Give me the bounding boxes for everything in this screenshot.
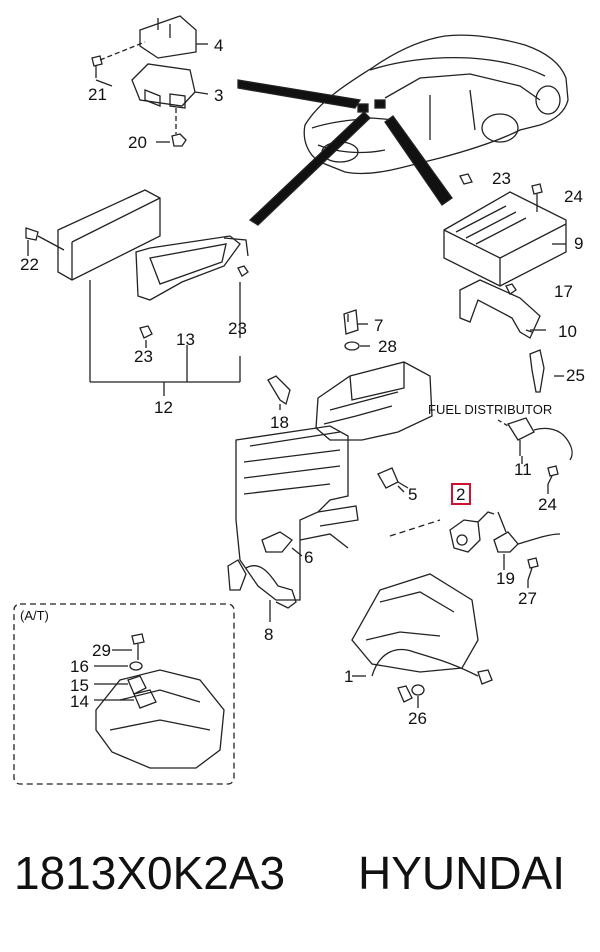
callout-3: 3 <box>214 86 223 105</box>
part-17-nut <box>505 283 517 295</box>
part-6-sensor <box>261 531 293 553</box>
callout-24-b: 24 <box>538 495 557 514</box>
part-22-module <box>25 189 161 281</box>
callout-11: 11 <box>514 460 532 479</box>
callout-22: 22 <box>20 255 39 274</box>
part-3-sensor <box>131 63 209 134</box>
part-number: 1813X0K2A3 <box>14 847 286 899</box>
callout-15: 15 <box>70 676 89 695</box>
part-24-bolt-a <box>531 183 543 212</box>
part-24-bolt-b <box>547 465 559 485</box>
group-12-bracket-lines <box>89 280 241 396</box>
part-5-sensor <box>377 467 409 489</box>
brand-name: HYUNDAI <box>358 847 566 899</box>
callout-19: 19 <box>496 569 515 588</box>
callout-5: 5 <box>408 485 417 504</box>
callout-29: 29 <box>92 641 111 660</box>
part-1-speed-sensor <box>371 648 493 703</box>
part-2-crankshaft-sensor <box>389 511 495 553</box>
callout-27: 27 <box>518 589 537 608</box>
callout-4: 4 <box>214 36 223 55</box>
part-10-bracket <box>459 279 546 339</box>
callout-6: 6 <box>304 548 313 567</box>
part-23-nut-a <box>237 265 249 277</box>
callout-16: 16 <box>70 657 89 676</box>
part-15-clip <box>127 675 147 695</box>
transmission <box>351 573 479 673</box>
engine-block <box>235 425 359 601</box>
part-11-sensor <box>497 417 573 461</box>
part-29-bolt <box>131 633 145 660</box>
callout-23-a: 23 <box>134 347 153 366</box>
callout-26: 26 <box>408 709 427 728</box>
part-27-bolt <box>527 557 539 581</box>
callout-23-c: 23 <box>492 169 511 188</box>
at-inset-label: (A/T) <box>20 608 49 623</box>
callout-13: 13 <box>176 330 195 349</box>
part-20-nut <box>156 133 187 147</box>
at-transmission <box>95 669 225 769</box>
part-19-harness <box>493 511 561 553</box>
callout-2-highlight <box>451 483 471 505</box>
at-inset-frame <box>13 603 235 785</box>
callout-20: 20 <box>128 133 147 152</box>
part-23-nut-b <box>139 325 153 339</box>
callout-1: 1 <box>344 667 353 686</box>
callout-9: 9 <box>574 234 583 253</box>
callout-24-a: 24 <box>564 187 583 206</box>
part-18-sensor <box>267 375 291 406</box>
part-21-bolt <box>91 55 103 78</box>
callout-21: 21 <box>88 85 107 104</box>
callout-23-b: 23 <box>228 319 247 338</box>
part-13-bracket <box>135 235 249 301</box>
callout-18: 18 <box>270 413 289 432</box>
callout-12: 12 <box>154 398 173 417</box>
part-7-sensor <box>343 309 368 335</box>
part-8-oxygen-sensor <box>227 559 297 609</box>
callout-10: 10 <box>558 322 577 341</box>
callout-14: 14 <box>70 692 89 711</box>
part-25-clip <box>529 349 545 393</box>
part-9-ecu <box>443 191 567 287</box>
part-26-oring <box>411 684 425 696</box>
exploded-parts-diagram: FUEL DISTRIBUTOR (A/T) 1 2 3 4 5 6 7 8 9… <box>13 15 585 785</box>
callout-8: 8 <box>264 625 273 644</box>
callout-17: 17 <box>554 282 573 301</box>
callout-2: 2 <box>456 485 465 504</box>
part-23-nut-c <box>459 173 473 185</box>
part-28-oring <box>344 341 360 351</box>
part-4-bracket <box>99 15 208 61</box>
part-14-sensor <box>133 689 157 709</box>
callout-25: 25 <box>566 366 585 385</box>
fuel-distributor-label: FUEL DISTRIBUTOR <box>428 402 552 417</box>
part-16-washer <box>129 661 143 671</box>
callout-28: 28 <box>378 337 397 356</box>
callout-7: 7 <box>374 316 383 335</box>
